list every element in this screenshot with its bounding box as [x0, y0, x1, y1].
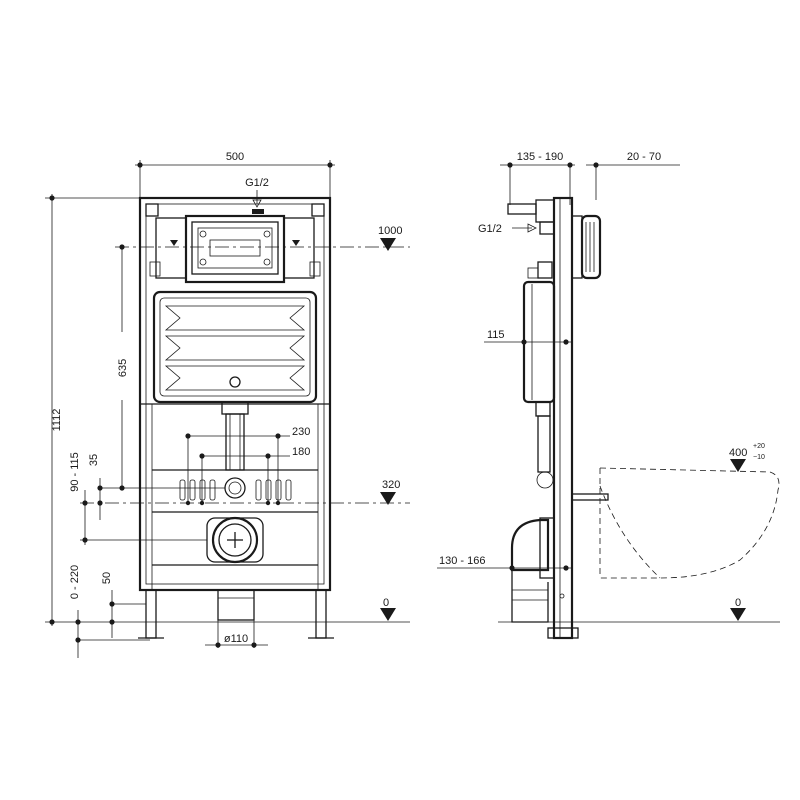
dim-drain: ø110: [205, 620, 268, 648]
seat-tol-minus: −10: [753, 454, 765, 461]
drain-dia-label: ø110: [224, 633, 248, 645]
inlet-label: G1/2: [245, 177, 269, 189]
side-fittings: [507, 199, 555, 279]
dim-height-total: 1112: [49, 194, 63, 626]
front-view: 500 G1/2 1112 1000 635: [45, 151, 410, 658]
floor-side-label: 0: [735, 597, 741, 609]
height-1000-label: 1000: [378, 225, 402, 237]
dim-drain-range: 130 - 166: [437, 555, 572, 571]
flush-box: [149, 209, 321, 284]
range-90-115-label: 90 - 115: [69, 452, 81, 492]
dim-90-115: 90 - 115: [69, 452, 207, 545]
dim-width: 500: [135, 151, 335, 198]
floor-front-label: 0: [383, 597, 389, 609]
frame-legs: [138, 589, 334, 639]
side-frame: [547, 196, 579, 640]
anchor-slots: [179, 479, 292, 501]
offset-35-label: 35: [88, 454, 100, 466]
reference-lines: [45, 197, 410, 623]
marker-floor-front: 0: [380, 597, 396, 621]
side-drain-bend: [510, 517, 555, 623]
dim-635: 635: [117, 247, 225, 491]
dim-35: 35: [88, 454, 122, 520]
range-0-220-label: 0 - 220: [69, 565, 81, 599]
side-flush-plate: [571, 214, 602, 280]
height-total-label: 1112: [51, 409, 63, 432]
spacing-180-label: 180: [292, 446, 310, 458]
side-view: 135 - 190 20 - 70 G1/2 115 400 +20 −10: [437, 151, 780, 640]
dim-depth: 135 - 190: [500, 151, 575, 168]
frame-outline: [138, 196, 332, 592]
dim-wall: 20 - 70: [586, 151, 680, 168]
width-label: 500: [226, 151, 244, 163]
height-320-label: 320: [382, 479, 400, 491]
dim-115: 115: [484, 329, 572, 345]
drain-outlet: [206, 516, 264, 621]
marker-seat: 400 +20 −10: [729, 443, 765, 472]
flush-pipe: [221, 401, 249, 499]
marker-1000: 1000: [119, 225, 402, 251]
dim-inlet: G1/2: [245, 177, 269, 208]
depth-label: 135 - 190: [517, 151, 563, 163]
top-brackets: [145, 203, 325, 217]
height-635-label: 635: [117, 359, 129, 377]
side-cistern: [522, 280, 556, 489]
marker-320: 320: [380, 479, 400, 505]
dim-spacing: 230 180: [185, 426, 310, 506]
height-50-label: 50: [101, 572, 113, 584]
seat-height-label: 400: [729, 447, 747, 459]
dim-0-220: 0 - 220: [69, 565, 150, 658]
side-inlet: G1/2: [478, 223, 537, 235]
wall-label: 20 - 70: [627, 151, 661, 163]
drain-range-label: 130 - 166: [439, 555, 485, 567]
marker-floor-side: 0: [730, 597, 746, 621]
side-wc: [571, 467, 780, 579]
dim-50: 50: [101, 572, 146, 638]
seat-tol-plus: +20: [753, 443, 765, 450]
offset-115-label: 115: [487, 329, 505, 341]
side-inlet-label: G1/2: [478, 223, 502, 235]
cistern: [152, 290, 318, 404]
spacing-230-label: 230: [292, 426, 310, 438]
